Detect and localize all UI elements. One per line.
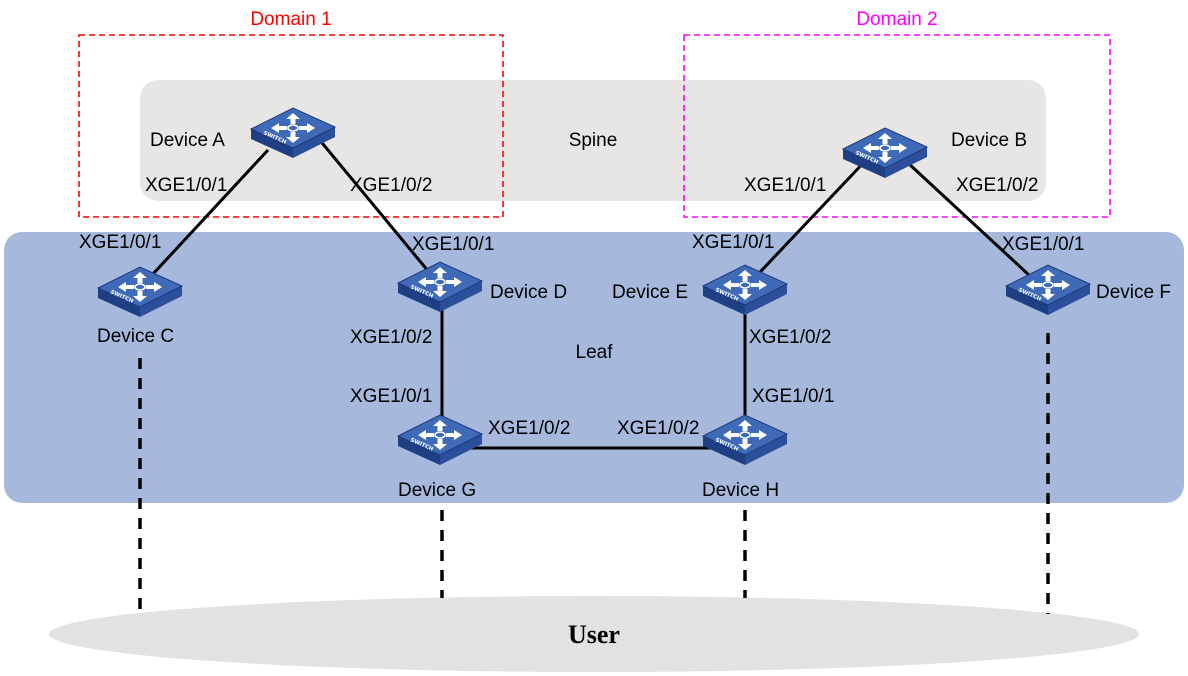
port-a-1-label: XGE1/0/1 bbox=[145, 175, 227, 196]
port-h-2-label: XGE1/0/2 bbox=[617, 418, 699, 439]
device-d-label: Device D bbox=[490, 282, 567, 303]
device-h-switch-icon: SWITCH bbox=[702, 414, 788, 466]
device-h-label: Device H bbox=[702, 480, 779, 501]
port-d-1-label: XGE1/0/1 bbox=[412, 234, 494, 255]
user-ellipse bbox=[49, 596, 1139, 672]
device-e-label: Device E bbox=[612, 282, 688, 303]
port-b-2-label: XGE1/0/2 bbox=[956, 175, 1038, 196]
link-b-f bbox=[906, 161, 1045, 290]
port-d-2-label: XGE1/0/2 bbox=[350, 327, 432, 348]
device-f-label: Device F bbox=[1096, 282, 1171, 303]
domain-1-title: Domain 1 bbox=[250, 9, 331, 30]
port-g-1-label: XGE1/0/1 bbox=[350, 386, 432, 407]
device-g-label: Device G bbox=[398, 480, 476, 501]
user-label: User bbox=[568, 620, 620, 649]
domain-2-box bbox=[683, 34, 1111, 218]
port-e-1-label: XGE1/0/1 bbox=[692, 232, 774, 253]
device-c-label: Device C bbox=[97, 326, 174, 347]
device-g-switch-icon: SWITCH bbox=[397, 414, 483, 466]
device-b-switch-icon: SWITCH bbox=[842, 127, 928, 179]
link-a-c bbox=[138, 148, 270, 290]
link-a-d bbox=[316, 137, 440, 284]
port-h-1-label: XGE1/0/1 bbox=[752, 386, 834, 407]
port-f-1-label: XGE1/0/1 bbox=[1002, 234, 1084, 255]
port-c-1-label: XGE1/0/1 bbox=[79, 232, 161, 253]
leaf-label: Leaf bbox=[576, 342, 614, 363]
device-b-label: Device B bbox=[951, 130, 1027, 151]
port-b-1-label: XGE1/0/1 bbox=[744, 175, 826, 196]
device-a-switch-icon: SWITCH bbox=[250, 107, 336, 159]
device-c-switch-icon: SWITCH bbox=[97, 266, 183, 318]
link-b-e bbox=[743, 156, 870, 290]
port-e-2-label: XGE1/0/2 bbox=[749, 327, 831, 348]
device-f-switch-icon: SWITCH bbox=[1005, 264, 1091, 316]
domain-1-box bbox=[78, 34, 504, 218]
leaf-band bbox=[4, 232, 1184, 503]
spine-band bbox=[140, 80, 1046, 201]
spine-label: Spine bbox=[569, 130, 618, 151]
device-d-switch-icon: SWITCH bbox=[397, 261, 483, 313]
port-g-2-label: XGE1/0/2 bbox=[488, 418, 570, 439]
device-a-label: Device A bbox=[150, 130, 225, 151]
device-e-switch-icon: SWITCH bbox=[702, 264, 788, 316]
port-a-2-label: XGE1/0/2 bbox=[350, 175, 432, 196]
domain-2-title: Domain 2 bbox=[856, 9, 937, 30]
